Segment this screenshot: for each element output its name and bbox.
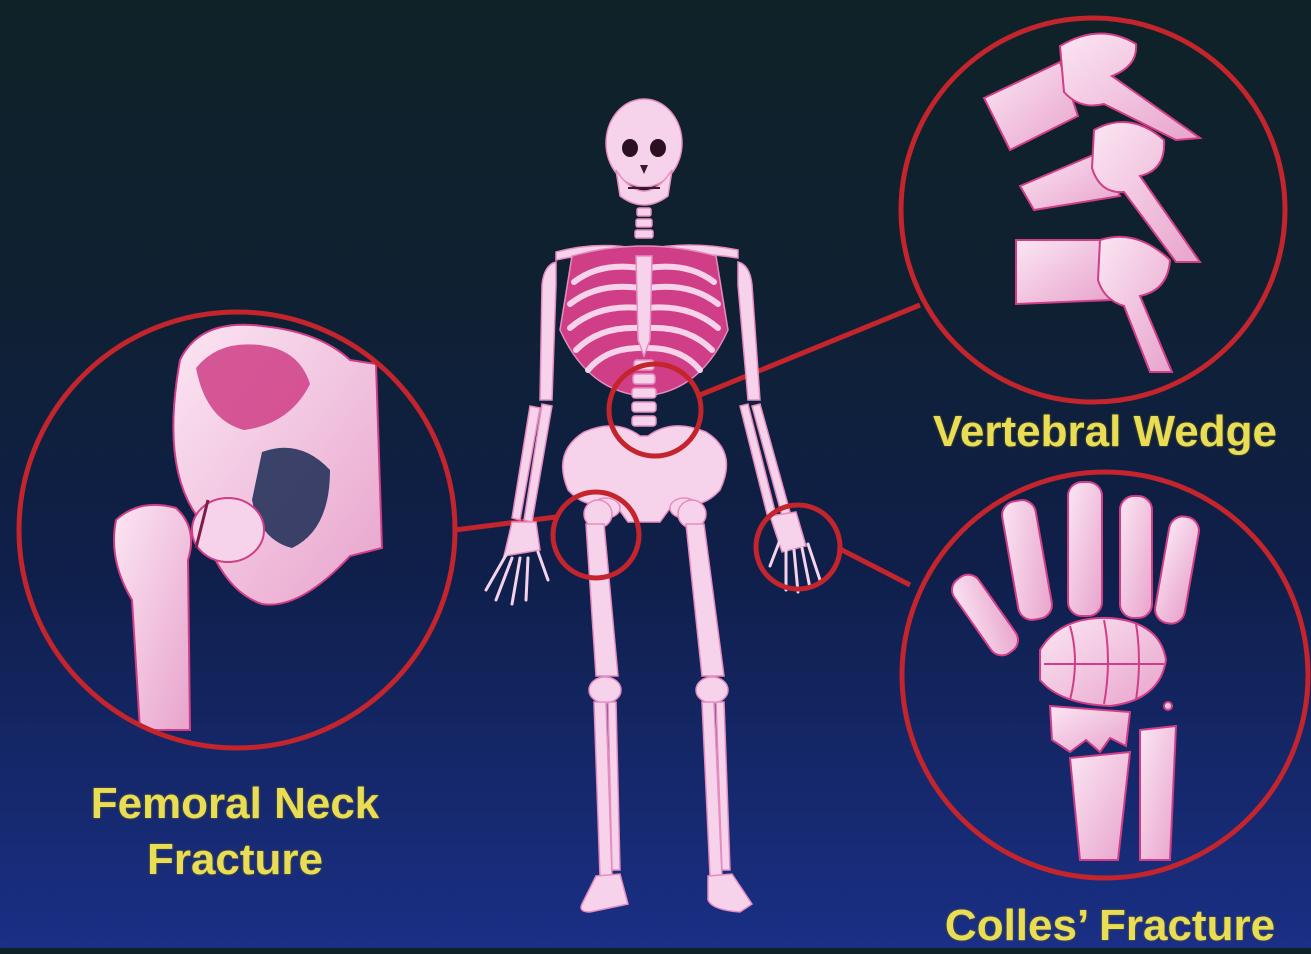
skull — [606, 99, 682, 205]
vertebra-inset — [901, 18, 1285, 402]
colles-fracture-label: Colles’ Fracture — [920, 898, 1300, 954]
right-leg — [678, 500, 752, 912]
connector-hip — [455, 517, 556, 530]
right-arm — [738, 262, 820, 592]
hip-inset — [19, 312, 455, 748]
femoral-neck-fracture-label: Femoral Neck Fracture — [30, 776, 440, 888]
skeleton-figure — [486, 99, 820, 912]
colles-fracture-label-text: Colles’ Fracture — [920, 898, 1300, 954]
wrist-inset — [902, 472, 1308, 878]
femoral-neck-label-line1: Femoral Neck — [30, 776, 440, 832]
left-arm — [486, 262, 556, 604]
cervical-spine — [635, 208, 653, 238]
left-leg — [581, 500, 628, 912]
vertebral-wedge-label: Vertebral Wedge — [905, 404, 1305, 460]
femoral-neck-label-line2: Fracture — [30, 832, 440, 888]
connector-vertebra — [700, 305, 920, 395]
connector-wrist — [838, 548, 910, 585]
vertebral-wedge-label-text: Vertebral Wedge — [905, 404, 1305, 460]
